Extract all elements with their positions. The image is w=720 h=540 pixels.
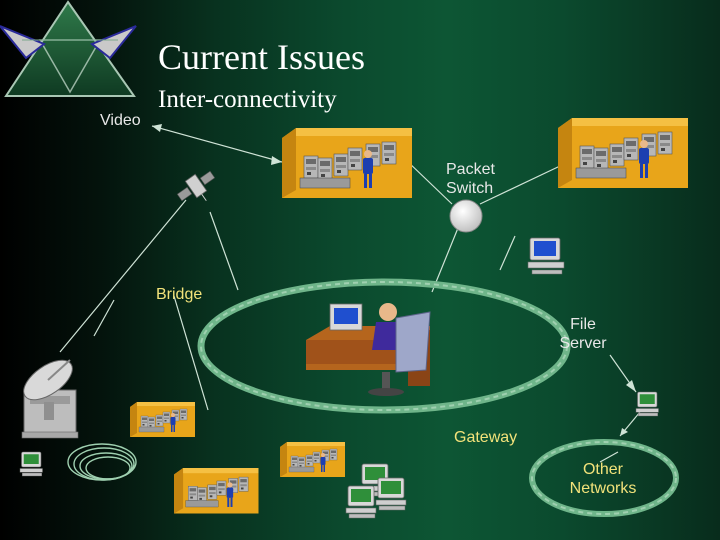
control-room-icon — [282, 128, 412, 198]
satellite-dish-icon — [21, 359, 79, 439]
link-satellite-ring — [209, 211, 239, 291]
link-dish-satellite-a — [59, 199, 187, 353]
desktop-computer-icon — [635, 391, 659, 417]
link-video-switch — [151, 125, 283, 163]
slide-subtitle: Inter-connectivity — [158, 86, 337, 113]
video-label: Video — [100, 112, 141, 129]
control-room-icon — [130, 402, 195, 437]
other-networks-label: Other Networks — [569, 461, 637, 497]
arrowheads — [152, 124, 636, 436]
desktop-computer-icon — [375, 477, 407, 511]
packet-switch-label: Packet Switch — [446, 161, 495, 197]
control-room-icon — [174, 468, 259, 514]
control-room-icon — [280, 442, 345, 477]
packet-switch-node-icon — [449, 199, 483, 233]
bridge-label: Bridge — [156, 286, 203, 303]
gateway-label: Gateway — [454, 429, 518, 446]
desktop-computer-icon — [19, 451, 43, 477]
control-room-icon — [558, 118, 688, 188]
link-node-room-right — [479, 165, 561, 205]
logo-triangle-icon — [0, 0, 137, 97]
link-pc-ring — [499, 235, 516, 271]
link-dish-satellite-b — [93, 299, 115, 337]
satellite-icon — [176, 170, 216, 202]
operator-desk-icon — [306, 303, 431, 396]
slide-title: Current Issues — [158, 37, 365, 77]
desktop-computer-icon — [345, 485, 377, 519]
connection-lines — [59, 125, 641, 463]
desktop-computer-icon — [527, 237, 565, 275]
link-ring-room-left — [173, 295, 209, 411]
cable-coil-icon — [67, 443, 137, 481]
file-server-label: File Server — [559, 316, 607, 352]
link-room-node — [405, 159, 453, 205]
link-gateway-networks — [599, 451, 619, 463]
